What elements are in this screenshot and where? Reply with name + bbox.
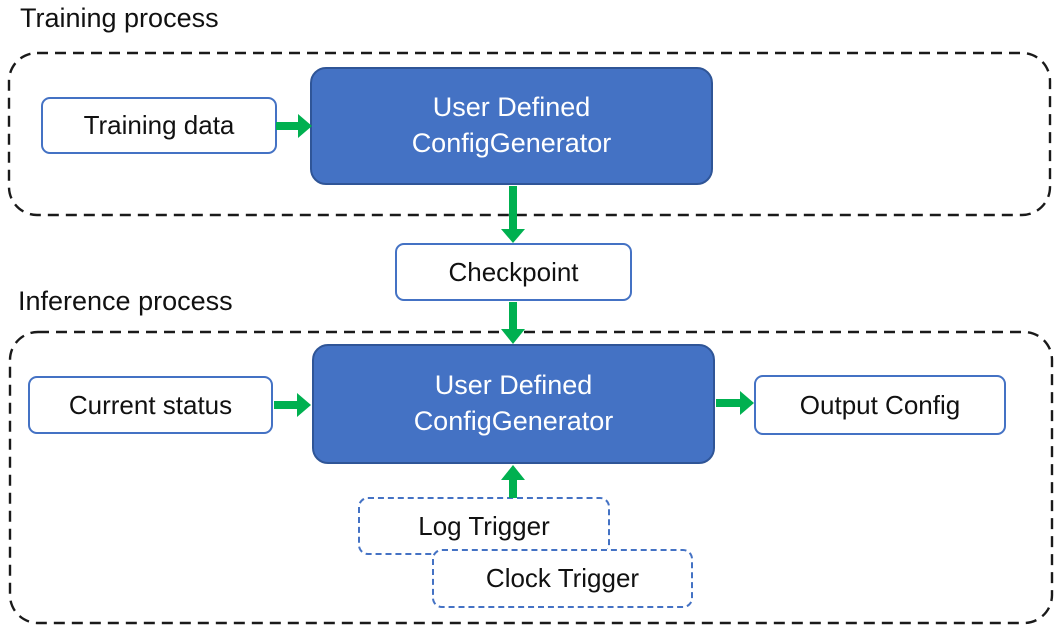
output-config-node: Output Config (754, 375, 1006, 435)
log-trigger-node: Log Trigger (358, 497, 610, 555)
checkpoint-node: Checkpoint (395, 243, 632, 301)
training-generator-label-line1: User Defined (432, 92, 591, 123)
arrow-generator-to-output-config (716, 391, 754, 415)
arrow-checkpoint-to-inference-generator (501, 302, 525, 344)
inference-generator-label-line1: User Defined (434, 370, 593, 401)
clock-trigger-node: Clock Trigger (432, 549, 693, 608)
output-config-label: Output Config (799, 389, 961, 420)
training-data-node: Training data (41, 97, 277, 154)
clock-trigger-label: Clock Trigger (485, 563, 640, 593)
inference-generator-node: User Defined ConfigGenerator (312, 344, 715, 464)
inference-generator-label-line2: ConfigGenerator (413, 406, 614, 436)
checkpoint-label: Checkpoint (448, 256, 579, 287)
arrow-current-status-to-generator (274, 393, 311, 417)
training-data-label: Training data (83, 110, 235, 140)
arrow-training-data-to-generator (276, 114, 312, 138)
arrow-generator-to-checkpoint (501, 186, 525, 243)
training-generator-node: User Defined ConfigGenerator (310, 67, 713, 185)
inference-process-label: Inference process (18, 286, 233, 316)
training-process-label: Training process (20, 3, 219, 33)
training-generator-label-line2: ConfigGenerator (411, 128, 612, 158)
current-status-node: Current status (28, 376, 273, 434)
log-trigger-label: Log Trigger (418, 510, 550, 541)
arrow-log-trigger-to-generator (501, 465, 525, 498)
current-status-label: Current status (68, 389, 233, 420)
